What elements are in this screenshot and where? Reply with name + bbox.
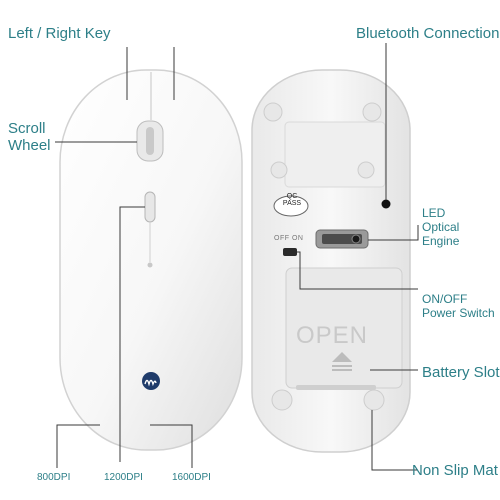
label-on-off-power-switch-text: ON/OFF Power Switch	[422, 292, 495, 320]
label-800dpi: 800DPI	[37, 472, 71, 483]
qc-pass-label: QC PASS	[278, 193, 306, 208]
label-scroll-wheel: Scroll Wheel	[8, 120, 51, 155]
label-led-optical-engine-text: LED Optical Engine	[422, 206, 460, 248]
label-led-optical-engine: LED Optical Engine	[422, 206, 500, 248]
label-scroll-wheel-text: Scroll Wheel	[8, 120, 51, 155]
label-non-slip-mat: Non Slip Mat	[412, 462, 498, 479]
power-switch-icon	[283, 248, 297, 256]
label-1200dpi: 1200DPI	[104, 472, 143, 483]
leader-lines	[55, 43, 419, 471]
label-on-off-power-switch: ON/OFF Power Switch	[422, 292, 495, 321]
brand-logo-icon	[142, 372, 160, 390]
mouse-bottom-view	[251, 69, 411, 453]
label-bluetooth-connection: Bluetooth Connection	[356, 25, 500, 42]
label-1600dpi: 1600DPI	[172, 472, 211, 483]
eject-arrow-icon	[332, 352, 352, 371]
switch-label: OFF ON	[274, 235, 304, 242]
battery-cover-open-text: OPEN	[296, 322, 369, 349]
mouse-top-view	[59, 69, 243, 451]
bluetooth-button-icon	[381, 199, 391, 209]
label-left-right-key: Left / Right Key	[8, 25, 111, 42]
label-battery-slot: Battery Slot	[422, 364, 500, 381]
qc-pass-text: QC PASS	[282, 193, 302, 208]
optical-sensor-icon	[315, 229, 369, 249]
dpi-button-icon	[144, 191, 156, 268]
scroll-wheel-icon	[136, 120, 164, 162]
